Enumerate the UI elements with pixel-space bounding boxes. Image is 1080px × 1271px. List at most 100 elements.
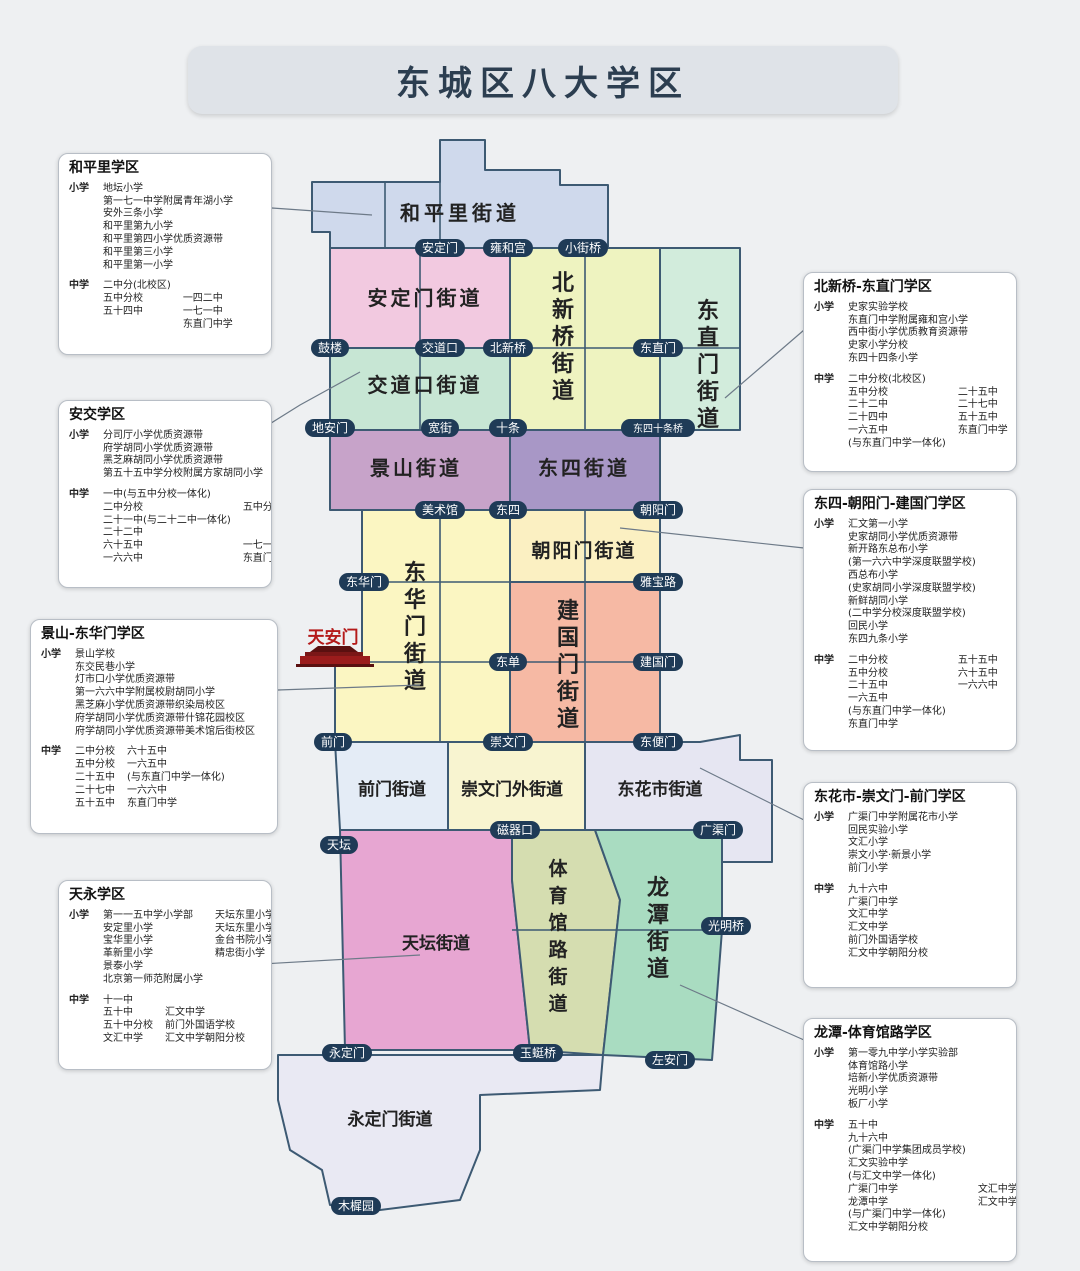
panel-title: 东四-朝阳门-建国门学区 [814, 496, 966, 512]
tiananmen-landmark: 天安门 [296, 627, 374, 667]
middle-label: 中学 [814, 654, 834, 666]
primary-list: 史家实验学校东直门中学附属雍和宫小学西中街小学优质教育资源带史家小学分校东四十四… [848, 302, 1006, 366]
school-item: 五十五中 [957, 412, 998, 424]
station-badge-bg [633, 339, 683, 357]
station-badge[interactable]: 交道口 [415, 339, 465, 357]
school-item: 汇文第一小学 [848, 518, 908, 530]
panel-title: 景山-东华门学区 [41, 626, 145, 642]
school-item [978, 1222, 1016, 1235]
station-badge[interactable]: 东单 [489, 653, 527, 671]
school-item: 一四二中 [182, 293, 223, 305]
school-item: 六十五中 [103, 540, 143, 552]
school-item: 一六六中 [103, 552, 143, 564]
school-item: 二十五中 [957, 386, 998, 398]
primary-label: 小学 [69, 909, 89, 921]
panel-hepingli-district: 和平里学区 小学地坛小学第一七一中学附属青年湖小学安外三条小学和平里第九小学和平… [58, 153, 272, 355]
region-yongdingmen[interactable] [277, 1054, 604, 1211]
school-item: 新开路东总布小学 [848, 544, 928, 556]
station-badge[interactable]: 东直门 [633, 339, 683, 357]
station-badge[interactable]: 东四 [489, 501, 527, 519]
station-badge[interactable]: 北新桥 [483, 339, 533, 357]
station-badge-label: 前门 [321, 734, 345, 749]
station-badge[interactable]: 左安门 [645, 1051, 695, 1069]
station-badge[interactable]: 美术馆 [415, 501, 465, 519]
station-badge[interactable]: 地安门 [305, 419, 355, 437]
school-item: 东直门中学 [182, 318, 233, 330]
station-badge-label: 东直门 [640, 340, 676, 355]
school-item: (与东直门中学一体化) [848, 437, 946, 449]
station-badge[interactable]: 雅宝路 [633, 573, 683, 591]
school-item: (二中学分校深度联盟学校) [848, 608, 966, 620]
school-item: 五十四中 [103, 305, 143, 317]
station-badge[interactable]: 天坛 [320, 836, 358, 854]
school-item: 二中分校 [848, 654, 888, 666]
street-label-char: 潭 [647, 902, 669, 927]
station-badge[interactable]: 东华门 [339, 573, 389, 591]
station-badge[interactable]: 崇文门 [483, 733, 533, 751]
station-badge[interactable]: 朝阳门 [633, 501, 683, 519]
station-badge-label: 雅宝路 [640, 574, 676, 589]
station-badge[interactable]: 十条 [489, 419, 527, 437]
street-label-andingmen: 安定门街道 [368, 286, 483, 310]
station-badge-bg [645, 1051, 695, 1069]
school-item: 安定里小学 [103, 922, 153, 934]
station-badge[interactable]: 安定门 [415, 239, 465, 257]
street-label-char: 体 [548, 857, 568, 880]
school-item: 东交民巷小学 [75, 661, 135, 673]
school-item [978, 1145, 1016, 1158]
primary-section: 小学 第一一五中学小学部天坛东里小学安定里小学天坛东里小学宝华里小学金台书院小学革… [69, 909, 271, 987]
station-badge[interactable]: 广渠门 [693, 821, 743, 839]
station-badge[interactable]: 永定门 [322, 1044, 372, 1062]
region-hepingli[interactable] [311, 139, 609, 249]
station-badge-bg [305, 419, 355, 437]
middle-list: 九十六中广渠门中学文汇中学汇文中学前门外国语学校汇文中学朝阳分校 [848, 884, 1006, 961]
station-badge-bg [633, 653, 683, 671]
panel-title: 龙潭-体育馆路学区 [814, 1025, 932, 1041]
station-badge-label: 东四 [496, 503, 520, 517]
station-badge[interactable]: 鼓楼 [311, 339, 349, 357]
school-item: 前门外国语学校 [165, 1020, 235, 1032]
middle-section: 中学二中分(北校区) 五中分校一四二中五十四中一七一中 东直门中学 [69, 280, 261, 331]
middle-list: 十一中 五十中汇文中学五十中分校前门外国语学校文汇中学汇文中学朝阳分校 [103, 995, 261, 1046]
school-item: 一七一中 [182, 305, 223, 317]
station-badge[interactable]: 玉蜓桥 [513, 1044, 563, 1062]
middle-list: 二中分校五十五中五中分校六十五中二十五中一六六中一六五中 (与东直门中学一体化)… [848, 655, 1006, 732]
school-item: 文汇中学 [103, 1032, 143, 1044]
station-badge[interactable]: 建国门 [633, 653, 683, 671]
school-item: 二十七中 [957, 399, 998, 411]
school-item: 府学胡同小学优质资源带 [103, 442, 213, 454]
school-item: 东四九条小学 [848, 633, 908, 645]
school-item: 文汇中学 [977, 1183, 1017, 1195]
station-badge[interactable]: 东四十条桥 [621, 419, 695, 437]
station-badge-label: 建国门 [640, 654, 676, 669]
school-item: 地坛小学 [103, 182, 143, 194]
station-badge-label: 小街桥 [565, 241, 601, 255]
middle-list: 二中分校(北校区) 五中分校二十五中二十二中二十七中二十四中五十五中一六五中东直… [848, 374, 1008, 451]
station-badge[interactable]: 前门 [314, 733, 352, 751]
school-item: 二十二中 [848, 399, 888, 411]
region-dongzhimen[interactable] [659, 247, 741, 431]
primary-list: 第一一五中学小学部天坛东里小学安定里小学天坛东里小学宝华里小学金台书院小学革新里… [103, 910, 271, 987]
primary-list: 分司厅小学优质资源带府学胡同小学优质资源带黑芝麻胡同小学优质资源带第五十五中学分… [103, 430, 263, 481]
school-item: 五中分校 [103, 293, 143, 305]
station-badge[interactable]: 宽街 [421, 419, 459, 437]
school-item: 安外三条小学 [103, 208, 163, 220]
primary-list: 第一零九中学小学实验部体育馆路小学培新小学优质资源带光明小学板厂小学 [848, 1048, 1006, 1112]
station-badge[interactable]: 磁器口 [490, 821, 540, 839]
station-badge[interactable]: 小街桥 [558, 239, 608, 257]
station-badge-label: 玉蜓桥 [520, 1046, 556, 1060]
school-item: 第一零九中学小学实验部 [848, 1047, 958, 1059]
primary-section: 小学史家实验学校东直门中学附属雍和宫小学西中街小学优质教育资源带史家小学分校东四… [814, 302, 1006, 366]
station-badge[interactable]: 东便门 [633, 733, 683, 751]
street-label-char: 东 [697, 298, 719, 323]
station-badge-bg [513, 1044, 563, 1062]
station-badge-label: 东单 [496, 655, 520, 669]
station-badge[interactable]: 光明桥 [701, 917, 751, 935]
middle-section: 中学二中分校(北校区) 五中分校二十五中二十二中二十七中二十四中五十五中一六五中… [814, 374, 1008, 451]
station-badge[interactable]: 雍和宫 [483, 239, 533, 257]
station-badge[interactable]: 木樨园 [331, 1197, 381, 1215]
school-item: 北京第一师范附属小学 [103, 973, 203, 985]
